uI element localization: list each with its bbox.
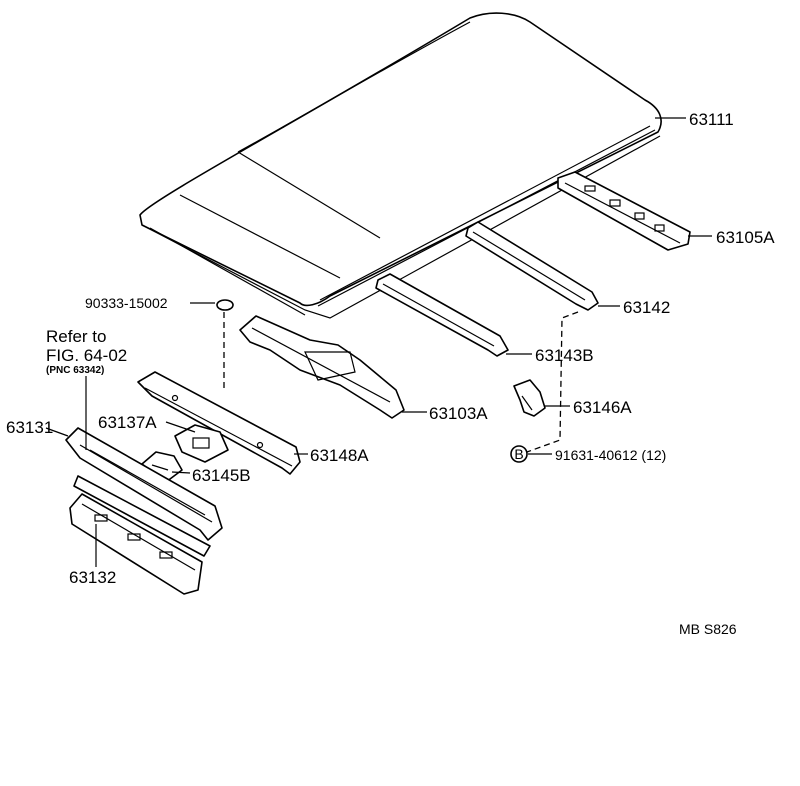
label-90333-15002: 90333-15002 [85, 295, 168, 311]
leader-lines [45, 117, 712, 567]
roof-bow-center [375, 273, 509, 357]
label-63132: 63132 [69, 568, 116, 587]
label-63143B: 63143B [535, 346, 594, 365]
refer-note-line1: Refer to [46, 327, 106, 346]
label-91631-40612: 91631-40612 (12) [555, 447, 666, 463]
alignment-line-bolt [526, 311, 579, 453]
refer-note-line3: (PNC 63342) [46, 365, 104, 376]
plug-icon [216, 299, 234, 311]
label-63145B: 63145B [192, 466, 251, 485]
front-header-panel-inner [69, 493, 203, 595]
roof-reinforcement-front [239, 315, 405, 419]
label-63131: 63131 [6, 418, 53, 437]
rear-roof-header [557, 171, 691, 251]
label-63146A: 63146A [573, 398, 632, 417]
refer-note-line2: FIG. 64-02 [46, 346, 127, 365]
roof-panel [139, 12, 662, 319]
label-63148A: 63148A [310, 446, 369, 465]
drawing-code: MB S826 [679, 621, 737, 637]
roof-bracket [513, 379, 546, 417]
header-bracket-upper [174, 424, 229, 463]
label-63137A: 63137A [98, 413, 157, 432]
label-63111: 63111 [689, 110, 734, 129]
roof-bow-rear [465, 221, 599, 311]
label-63105A: 63105A [716, 228, 775, 247]
front-header-panel-outer [65, 427, 223, 557]
label-63103A: 63103A [429, 404, 488, 423]
label-63142: 63142 [623, 298, 670, 317]
bolt-marker-letter: B [514, 446, 523, 462]
bolt-marker-icon: B [510, 445, 528, 463]
windshield-header [137, 371, 301, 475]
